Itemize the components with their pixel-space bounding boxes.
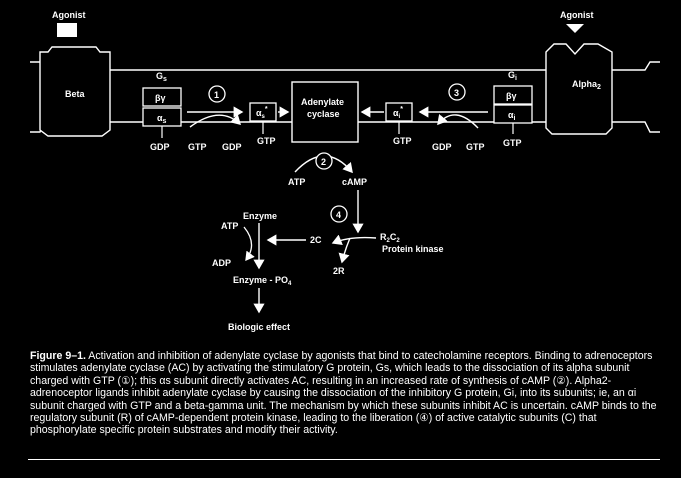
figure-caption: Figure 9–1. Activation and inhibition of… bbox=[30, 350, 660, 437]
protein-kinase-label: Protein kinase bbox=[382, 244, 444, 254]
kinase-to-r-arrow bbox=[338, 237, 351, 264]
c2-label: 2C bbox=[310, 235, 322, 245]
step-4-marker bbox=[330, 205, 348, 223]
gs-label: Gs bbox=[156, 71, 167, 83]
biologic-effect-label: Biologic effect bbox=[228, 322, 290, 332]
r2c2-label: R2C2 bbox=[380, 232, 400, 244]
beta-receptor-label: Beta bbox=[65, 89, 86, 99]
alpha2-receptor-label: Alpha2 bbox=[572, 79, 601, 91]
gdp-label-3: GDP bbox=[432, 142, 452, 152]
gdp-label-1: GDP bbox=[150, 142, 170, 152]
gs-beta-gamma-label: βγ bbox=[155, 93, 166, 103]
enzyme-po4-label: Enzyme - PO4 bbox=[233, 275, 292, 287]
adp-label: ADP bbox=[212, 258, 231, 268]
alpha2-receptor bbox=[545, 43, 613, 135]
step-4-label: 4 bbox=[336, 210, 341, 220]
gs-beta-gamma-box bbox=[142, 87, 182, 107]
step-1-label: 1 bbox=[214, 90, 219, 100]
step-2-marker bbox=[315, 152, 333, 170]
gtp-label-1: GTP bbox=[188, 142, 207, 152]
beta-receptor bbox=[39, 46, 111, 137]
step-3-arrow bbox=[437, 113, 479, 129]
gi-alpha-label: αi bbox=[508, 110, 516, 122]
gtp-label-4: GTP bbox=[466, 142, 485, 152]
adenylate-cyclase-box bbox=[291, 81, 359, 143]
enzyme-label: Enzyme bbox=[243, 211, 277, 221]
caption-rule bbox=[28, 459, 660, 460]
alpha-s-active-label: αs* bbox=[256, 106, 268, 120]
step-3-marker bbox=[448, 83, 466, 101]
gs-alpha-label: αs bbox=[157, 113, 167, 125]
agonist-right-ligand bbox=[566, 24, 584, 33]
gi-beta-gamma-box bbox=[493, 85, 533, 105]
step-3-label: 3 bbox=[454, 88, 459, 98]
gtp-label-2: GTP bbox=[257, 136, 276, 146]
gdp-label-2: GDP bbox=[222, 142, 242, 152]
step-1-marker bbox=[208, 85, 226, 103]
agonist-left-ligand bbox=[57, 23, 77, 37]
r2-label: 2R bbox=[333, 266, 345, 276]
ac-label-line2: cyclase bbox=[307, 109, 340, 119]
gi-beta-gamma-label: βγ bbox=[506, 91, 517, 101]
atp-to-adp-arrow bbox=[243, 226, 255, 262]
ac-label-line1: Adenylate bbox=[301, 97, 344, 107]
alpha-i-active-label: αi* bbox=[393, 106, 403, 120]
atp-label-2: ATP bbox=[221, 221, 238, 231]
gtp-label-3: GTP bbox=[393, 136, 412, 146]
kinase-to-c-arrow bbox=[331, 234, 377, 245]
camp-label: cAMP bbox=[342, 177, 367, 187]
figure-caption-label: Figure 9–1. bbox=[30, 350, 86, 362]
atp-label-1: ATP bbox=[288, 177, 305, 187]
figure-caption-text: Activation and inhibition of adenylate c… bbox=[30, 350, 657, 437]
agonist-right-label: Agonist bbox=[560, 10, 594, 20]
step-2-label: 2 bbox=[321, 157, 326, 167]
agonist-left-label: Agonist bbox=[52, 10, 86, 20]
gi-label: Gi bbox=[508, 70, 517, 82]
gtp-label-5: GTP bbox=[503, 138, 522, 148]
step-1-arrow bbox=[189, 114, 242, 128]
